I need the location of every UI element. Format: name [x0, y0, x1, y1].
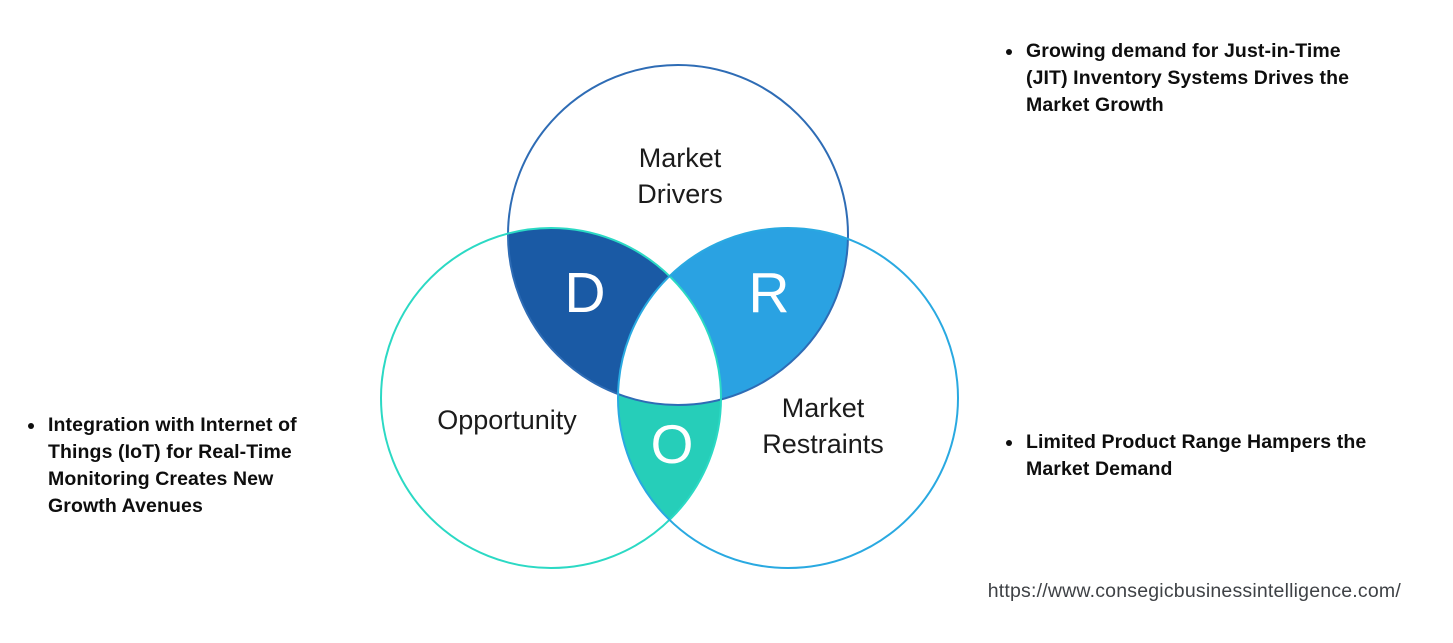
- overlap-o-letter: O: [651, 413, 694, 475]
- opportunity-circle-label: Opportunity: [437, 405, 577, 435]
- drivers-note: Growing demand for Just-in-Time (JIT) In…: [1006, 38, 1436, 119]
- restraints-circle-outline: [617, 227, 959, 569]
- overlap-d-letter: D: [564, 261, 605, 325]
- bullet-icon: [1006, 49, 1012, 55]
- opportunity-note-text: Integration with Internet of Things (IoT…: [48, 414, 297, 517]
- opportunity-circle-outline: [380, 227, 722, 569]
- drivers-circle-outline: [507, 64, 849, 406]
- overlap-r-letter: R: [748, 261, 789, 325]
- drivers-circle-label: Market Drivers: [637, 143, 723, 209]
- source-url-link[interactable]: https://www.consegicbusinessintelligence…: [987, 580, 1401, 602]
- restraints-note: Limited Product Range Hampers the Market…: [1006, 429, 1446, 483]
- bullet-icon: [28, 423, 34, 429]
- drivers-note-text: Growing demand for Just-in-Time (JIT) In…: [1026, 40, 1350, 116]
- restraints-note-text: Limited Product Range Hampers the Market…: [1026, 431, 1367, 480]
- opportunity-note: Integration with Internet of Things (IoT…: [28, 412, 368, 520]
- restraints-circle-label: Market Restraints: [762, 393, 884, 459]
- bullet-icon: [1006, 440, 1012, 446]
